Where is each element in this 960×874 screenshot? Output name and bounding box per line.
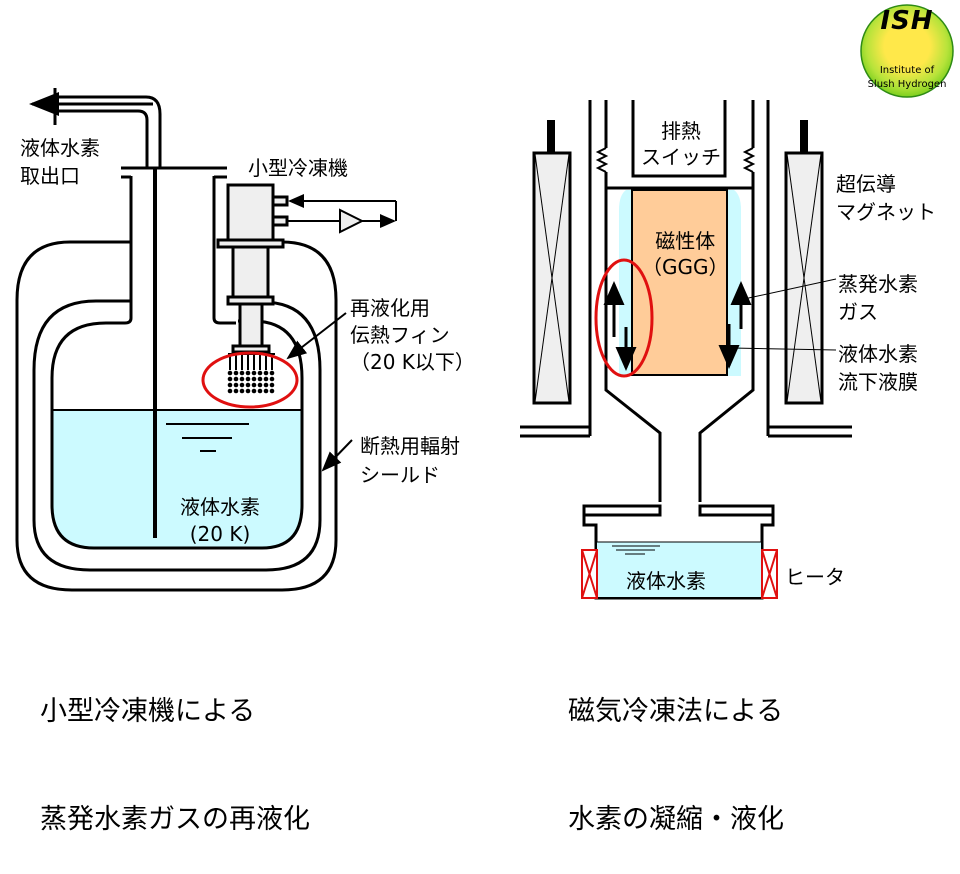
- inner-vessel: [50, 176, 304, 550]
- caption-left-line2: 蒸発水素ガスの再液化: [40, 804, 310, 835]
- fin-pointer: [286, 312, 347, 360]
- droplet: [239, 388, 245, 394]
- droplet: [251, 376, 257, 382]
- heater-left: [581, 549, 598, 599]
- caption-right-line2: 水素の凝縮・液化: [568, 804, 784, 835]
- ish-logo: ISH Institute of Slush Hydrogen: [858, 2, 956, 100]
- droplet: [269, 370, 275, 376]
- cryocooler-loop: [287, 194, 397, 234]
- radiation-shield: [32, 299, 322, 572]
- droplet: [245, 376, 251, 382]
- heater-right: [761, 549, 778, 599]
- droplet: [233, 370, 239, 376]
- liquid-hydrogen-label-right: 液体水素: [626, 569, 706, 593]
- droplet: [257, 382, 263, 388]
- logo-subtitle-line1: Institute of: [879, 65, 935, 76]
- superconducting-magnet-left: [532, 120, 572, 405]
- droplet: [227, 382, 233, 388]
- heater-label: ヒータ: [785, 565, 845, 589]
- droplet: [239, 382, 245, 388]
- evaporated-gas-label: 蒸発水素 ガス: [838, 272, 918, 324]
- film-highlight-ellipse: [594, 258, 654, 378]
- logo-badge: [860, 4, 954, 98]
- liquid-hydrogen-label-left: 液体水素 (20 K): [180, 495, 260, 546]
- gas-pointer: [743, 278, 837, 300]
- droplet: [263, 382, 269, 388]
- droplet: [251, 382, 257, 388]
- droplet: [257, 370, 263, 376]
- droplet: [239, 370, 245, 376]
- liquid-hydrogen-reservoir: [597, 542, 761, 597]
- left-cryostat: [15, 88, 338, 592]
- fin-label: 再液化用 伝熱フィン （20 K以下）: [350, 296, 475, 374]
- droplet: [269, 382, 275, 388]
- droplet: [233, 376, 239, 382]
- outer-vessel: [15, 240, 338, 592]
- droplet: [269, 388, 275, 394]
- droplet: [233, 388, 239, 394]
- superconducting-magnet-right: [784, 120, 824, 405]
- droplet: [263, 388, 269, 394]
- droplet: [251, 370, 257, 376]
- fin-highlight-ellipse: [201, 351, 299, 409]
- flow-arrows: [603, 281, 752, 371]
- droplet: [263, 370, 269, 376]
- droplet: [239, 376, 245, 382]
- droplet: [269, 376, 275, 382]
- droplet: [257, 376, 263, 382]
- droplet: [227, 370, 233, 376]
- caption-left-line1: 小型冷凍機による: [40, 696, 256, 727]
- magnet-label: 超伝導 マグネット: [836, 172, 936, 224]
- caption-right: 磁気冷凍法による 水素の凝縮・液化: [568, 622, 784, 874]
- droplet: [251, 388, 257, 394]
- caption-left: 小型冷凍機による 蒸発水素ガスの再液化: [40, 622, 310, 874]
- droplet: [245, 388, 251, 394]
- logo-subtitle: Institute of Slush Hydrogen: [858, 64, 956, 92]
- outlet-label: 液体水素 取出口: [20, 136, 100, 188]
- droplet: [257, 388, 263, 394]
- heat-switch-label: 排熱 スイッチ: [641, 119, 721, 169]
- magnetic-material-label: 磁性体 （GGG）: [642, 229, 729, 279]
- liquid-film-label: 液体水素 流下液膜: [838, 342, 918, 394]
- reservoir-surface-marks: [612, 545, 660, 555]
- magnetic-refrigerator: [520, 100, 852, 600]
- film-pointer: [731, 347, 837, 351]
- diagram-canvas: [15, 88, 852, 600]
- cryocooler-label: 小型冷凍機: [248, 156, 348, 180]
- liquid-hydrogen-pool: [52, 410, 302, 548]
- droplet: [227, 376, 233, 382]
- logo-title: ISH: [880, 6, 934, 36]
- caption-right-line1: 磁気冷凍法による: [568, 696, 784, 727]
- droplet: [245, 370, 251, 376]
- condensate-droplets: [227, 370, 275, 394]
- logo-subtitle-line2: Slush Hydrogen: [867, 79, 947, 90]
- droplet: [233, 382, 239, 388]
- shield-label: 断熱用輻射 シールド: [360, 434, 460, 487]
- droplet: [227, 388, 233, 394]
- droplet: [245, 382, 251, 388]
- shield-pointer: [321, 439, 353, 472]
- droplet: [263, 376, 269, 382]
